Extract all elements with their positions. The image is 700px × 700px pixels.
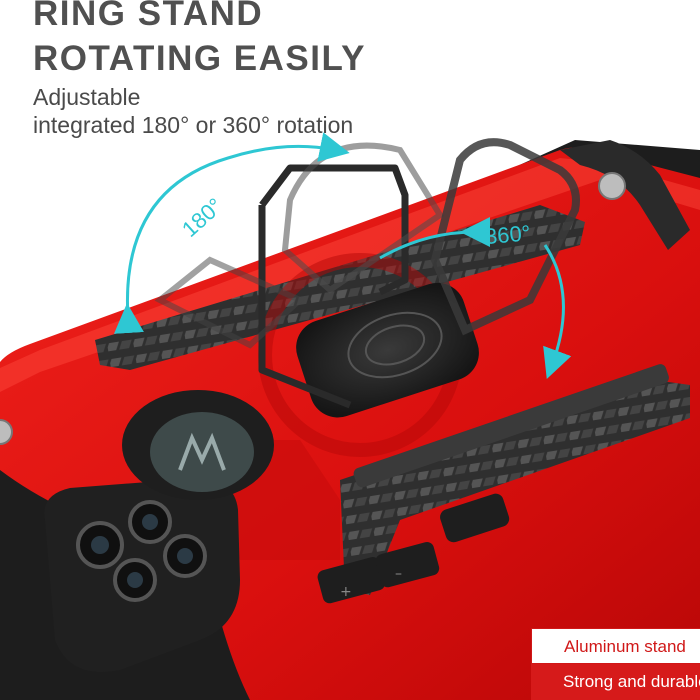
subtitle-line-2: integrated 180° or 360° rotation: [33, 112, 354, 138]
brand-logo-icon: [178, 432, 226, 471]
corner-screw-left: [0, 419, 13, 445]
material-badge: Aluminum stand: [531, 628, 700, 664]
label-180: 180°: [177, 193, 228, 242]
arrow-360-icon: [379, 232, 563, 365]
plus-icon: +: [340, 584, 352, 600]
side-buttons: + –: [317, 493, 510, 604]
camera-module: [44, 478, 241, 672]
label-360: 360°: [484, 220, 532, 249]
subtitle-line-1: Adjustable: [33, 84, 141, 110]
minus-icon: –: [395, 566, 402, 582]
corner-screw-top-right: [598, 172, 626, 200]
case-corner-bumper: [560, 140, 690, 250]
headline-line-2: ROTATING EASILY: [33, 39, 366, 78]
headline-line-1: RING STAND: [33, 0, 264, 33]
ring-frame-3: [430, 138, 580, 336]
logo-cutout: [122, 390, 274, 500]
volume-down-button: [375, 542, 440, 588]
power-button: [440, 493, 510, 543]
lower-grip-strip: [340, 378, 690, 595]
arrow-180-icon: [113, 132, 350, 334]
lower-grip-frame: [353, 364, 669, 488]
volume-up-button: [317, 557, 386, 604]
durability-badge: Strong and durable: [531, 664, 700, 700]
